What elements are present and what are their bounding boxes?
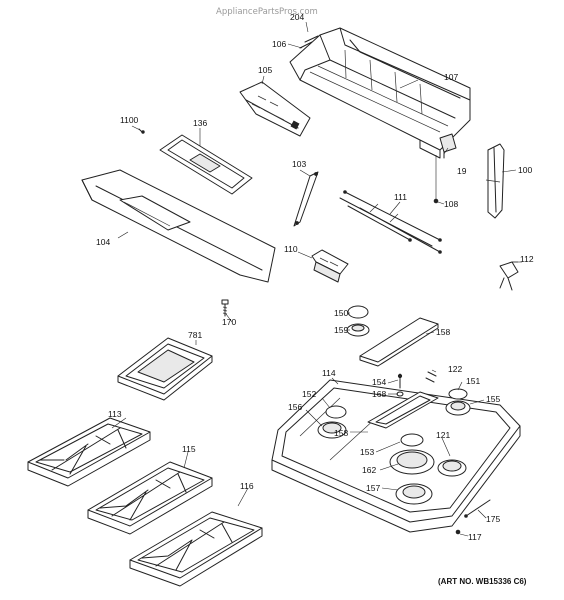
watermark-text: AppliancePartsPros.com xyxy=(216,7,318,17)
burner-cap-151 xyxy=(448,388,468,400)
griddle-781 xyxy=(117,337,213,401)
burner-152-cap xyxy=(325,405,347,419)
grate-113 xyxy=(27,417,151,487)
grate-116 xyxy=(129,511,263,587)
label-19: 19 xyxy=(457,166,467,176)
label-1100: 1100 xyxy=(120,115,139,125)
label-108: 108 xyxy=(444,199,458,209)
label-103: 103 xyxy=(292,159,306,169)
label-168: 168 xyxy=(372,389,386,399)
art-number: (ART NO. WB15336 C6) xyxy=(438,577,527,586)
control-panel-104 xyxy=(81,169,276,283)
control-board-105 xyxy=(239,81,311,137)
wire-harness-111 xyxy=(339,190,442,254)
label-136: 136 xyxy=(193,118,207,128)
side-trim-100 xyxy=(485,143,505,219)
label-162: 162 xyxy=(362,465,376,475)
rod-103 xyxy=(293,171,319,227)
label-781: 781 xyxy=(188,330,202,340)
screw-117 xyxy=(455,529,461,535)
backguard-panel xyxy=(289,27,471,159)
screw-108 xyxy=(433,155,439,204)
label-155: 155 xyxy=(486,394,500,404)
rod-175 xyxy=(464,499,491,518)
burner-153 xyxy=(400,433,424,447)
label-154: 154 xyxy=(372,377,386,387)
clip-112 xyxy=(499,261,522,291)
label-122: 122 xyxy=(448,364,462,374)
grate-115 xyxy=(87,461,213,535)
label-158-top: 158 xyxy=(436,327,450,337)
label-175: 175 xyxy=(486,514,500,524)
leader-lines xyxy=(111,21,518,537)
label-105: 105 xyxy=(258,65,272,75)
label-157: 157 xyxy=(366,483,380,493)
label-116: 116 xyxy=(240,481,254,491)
part-labels: 204 106 107 105 1100 136 19 100 103 111 … xyxy=(96,12,534,542)
label-115: 115 xyxy=(182,444,196,454)
label-121: 121 xyxy=(436,430,450,440)
burner-156-159 xyxy=(317,421,347,439)
screw-154 xyxy=(397,373,403,389)
label-150: 150 xyxy=(334,308,348,318)
label-111: 111 xyxy=(394,192,407,202)
burner-head-159 xyxy=(346,323,370,337)
label-110: 110 xyxy=(284,244,298,254)
label-112: 112 xyxy=(520,254,534,264)
label-170: 170 xyxy=(222,317,236,327)
label-151: 151 xyxy=(466,376,480,386)
label-100: 100 xyxy=(518,165,532,175)
burner-155-cap xyxy=(445,400,471,416)
burner-121 xyxy=(437,459,467,477)
clips-122 xyxy=(425,371,437,383)
label-204: 204 xyxy=(290,12,304,22)
label-152: 152 xyxy=(302,389,316,399)
burner-158-oval xyxy=(367,391,439,429)
label-114: 114 xyxy=(322,368,336,378)
label-107: 107 xyxy=(444,72,458,82)
label-159: 159 xyxy=(334,325,348,335)
label-104: 104 xyxy=(96,237,110,247)
burner-157-162 xyxy=(389,449,435,505)
oval-cap-158 xyxy=(359,317,439,367)
label-106: 106 xyxy=(272,39,286,49)
label-156: 156 xyxy=(288,402,302,412)
overlay-136 xyxy=(159,134,253,195)
label-117: 117 xyxy=(468,532,482,542)
terminal-block-110 xyxy=(311,249,349,283)
label-113: 113 xyxy=(108,409,122,419)
bracket-19 xyxy=(439,133,457,159)
label-158-bottom: 158 xyxy=(334,428,348,438)
label-153: 153 xyxy=(360,447,374,457)
burner-cap-150 xyxy=(347,305,369,319)
screw-170 xyxy=(221,299,229,317)
